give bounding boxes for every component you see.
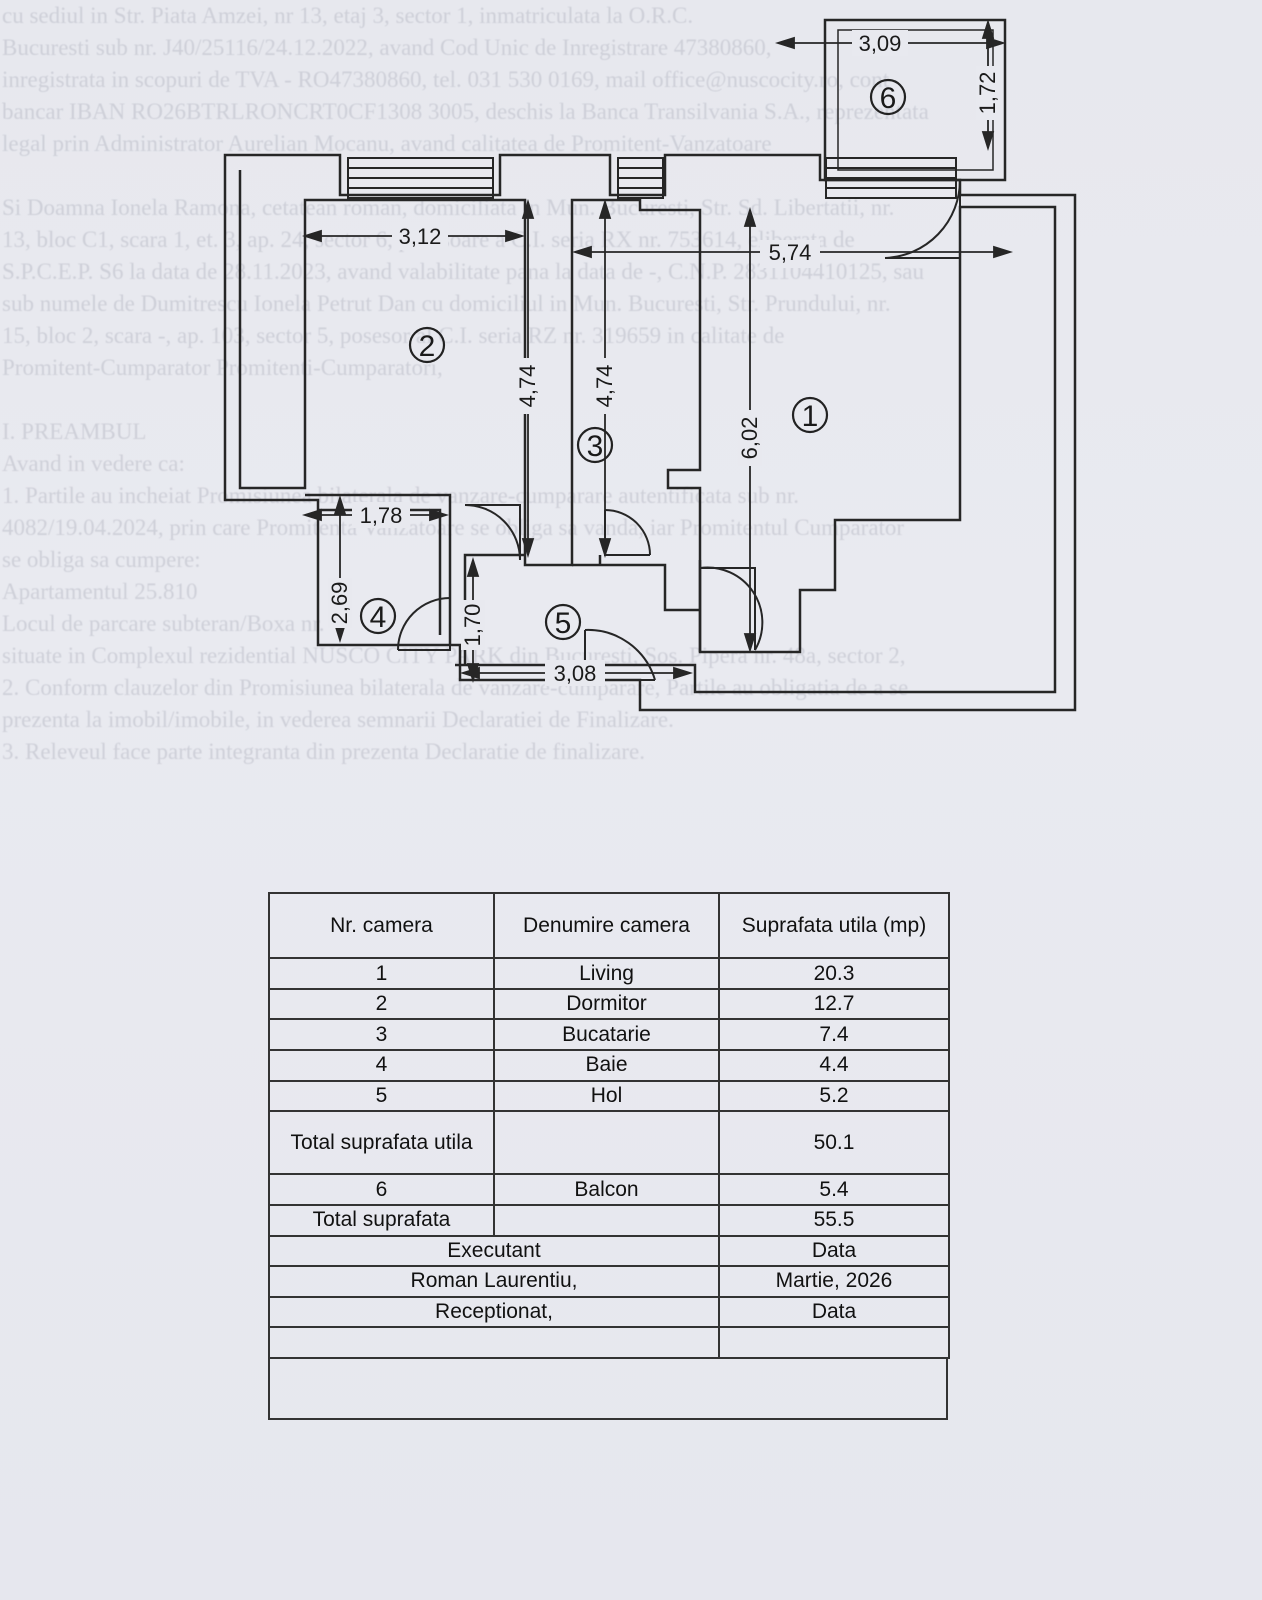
dim-bathroom-depth: 2,69 <box>327 582 352 625</box>
total-value: 55.5 <box>718 1203 950 1237</box>
executant-name-row: Roman Laurentiu, Martie, 2026 <box>268 1265 950 1298</box>
total-utila-row: Total suprafata utila 50.1 <box>268 1110 950 1176</box>
dim-kitchen-depth: 4,74 <box>592 365 617 408</box>
dim-balcony-width: 3,09 <box>859 31 902 56</box>
dim-living-depth: 6,02 <box>737 417 762 460</box>
background-text-line: I. PREAMBUL <box>2 419 147 444</box>
window-marks <box>347 157 957 199</box>
room-number-3: 3 <box>587 430 604 463</box>
table-row: 2 Dormitor 12.7 <box>268 987 950 1021</box>
background-text-line: Avand in vedere ca: <box>2 451 185 476</box>
background-text-line: cu sediul in Str. Piata Amzei, nr 13, et… <box>2 3 694 28</box>
floor-plan: 3,09 1,72 3,12 5,74 4,74 4,74 6,02 1,78 … <box>223 18 1077 712</box>
receptionat-label: Receptionat, <box>268 1295 720 1329</box>
executant-row: Executant Data <box>268 1234 950 1268</box>
bathroom-walls <box>305 493 452 645</box>
table-row: 4 Baie 4.4 <box>268 1048 950 1082</box>
background-text-line: Promitent-Cumparator Promitenti-Cumparat… <box>2 355 443 380</box>
dim-bathroom-width: 1,78 <box>360 503 403 528</box>
executant-label: Executant <box>268 1234 720 1268</box>
background-text-line: 3. Releveul face parte integranta din pr… <box>2 739 645 764</box>
executant-date: Martie, 2026 <box>718 1265 950 1298</box>
inner-wall-contour <box>238 170 1057 694</box>
background-text-line: sub numele de Dumitrescu Ionela Petrut D… <box>2 291 891 316</box>
area-table: Nr. camera Denumire camera Suprafata uti… <box>268 891 950 1420</box>
table-row: 1 Living 20.3 <box>268 957 950 990</box>
header-area: Suprafata utila (mp) <box>718 891 950 960</box>
dim-balcony-depth: 1,72 <box>975 72 1000 115</box>
total-label: Total suprafata <box>268 1203 495 1237</box>
header-name: Denumire camera <box>493 891 720 960</box>
empty-row <box>268 1326 950 1359</box>
room-number-1: 1 <box>802 400 819 433</box>
background-text-line: prezenta la imobil/imobile, in vederea s… <box>2 707 674 732</box>
total-row: Total suprafata 55.5 <box>268 1203 950 1237</box>
dim-bedroom-depth: 4,74 <box>515 365 540 408</box>
background-text-line: bancar IBAN RO26BTRLRONCRT0CF1308 3005, … <box>2 99 929 124</box>
total-utila-value: 50.1 <box>718 1110 950 1176</box>
background-text-line: 15, bloc 2, scara -, ap. 103, sector 5, … <box>2 323 785 348</box>
background-text-line: 2. Conform clauzelor din Promisiunea bil… <box>2 675 909 700</box>
table-row: 3 Bucatarie 7.4 <box>268 1018 950 1051</box>
room-number-5: 5 <box>555 607 572 640</box>
room-number-6: 6 <box>880 82 897 115</box>
outer-wall <box>223 153 1077 712</box>
dim-hall-depth: 1,70 <box>460 604 485 647</box>
background-text-line: Locul de parcare subteran/Boxa nr. <box>2 611 325 636</box>
receptionat-row: Receptionat, Data <box>268 1295 950 1329</box>
data-label-2: Data <box>718 1295 950 1329</box>
background-text-line: inregistrata in scopuri de TVA - RO47380… <box>2 67 890 92</box>
data-label-1: Data <box>718 1234 950 1268</box>
balcony <box>823 18 1007 182</box>
background-text-line: 4082/19.04.2024, prin care Promitenta Va… <box>2 515 905 540</box>
dim-living-width: 5,74 <box>769 240 812 265</box>
balcon-row: 6 Balcon 5.4 <box>268 1173 950 1206</box>
room-number-4: 4 <box>370 601 387 634</box>
background-text-line: se obliga sa cumpere: <box>2 547 201 572</box>
room-number-2: 2 <box>419 330 436 363</box>
header-nr: Nr. camera <box>268 891 495 960</box>
dim-hall-width: 3,08 <box>554 661 597 686</box>
background-text-line: Apartamentul 25.810 <box>2 579 198 604</box>
table-row: 5 Hol 5.2 <box>268 1079 950 1113</box>
background-text-line: legal prin Administrator Aurelian Mocanu… <box>2 131 772 156</box>
dim-bedroom-width: 3,12 <box>399 224 442 249</box>
doors <box>397 179 961 681</box>
background-text-line: Bucuresti sub nr. J40/25116/24.12.2022, … <box>2 35 772 60</box>
total-utila-label: Total suprafata utila <box>268 1110 495 1176</box>
table-footer-empty <box>268 1359 948 1420</box>
background-document-text: cu sediul in Str. Piata Amzei, nr 13, et… <box>2 3 929 764</box>
executant-name: Roman Laurentiu, <box>268 1265 720 1298</box>
